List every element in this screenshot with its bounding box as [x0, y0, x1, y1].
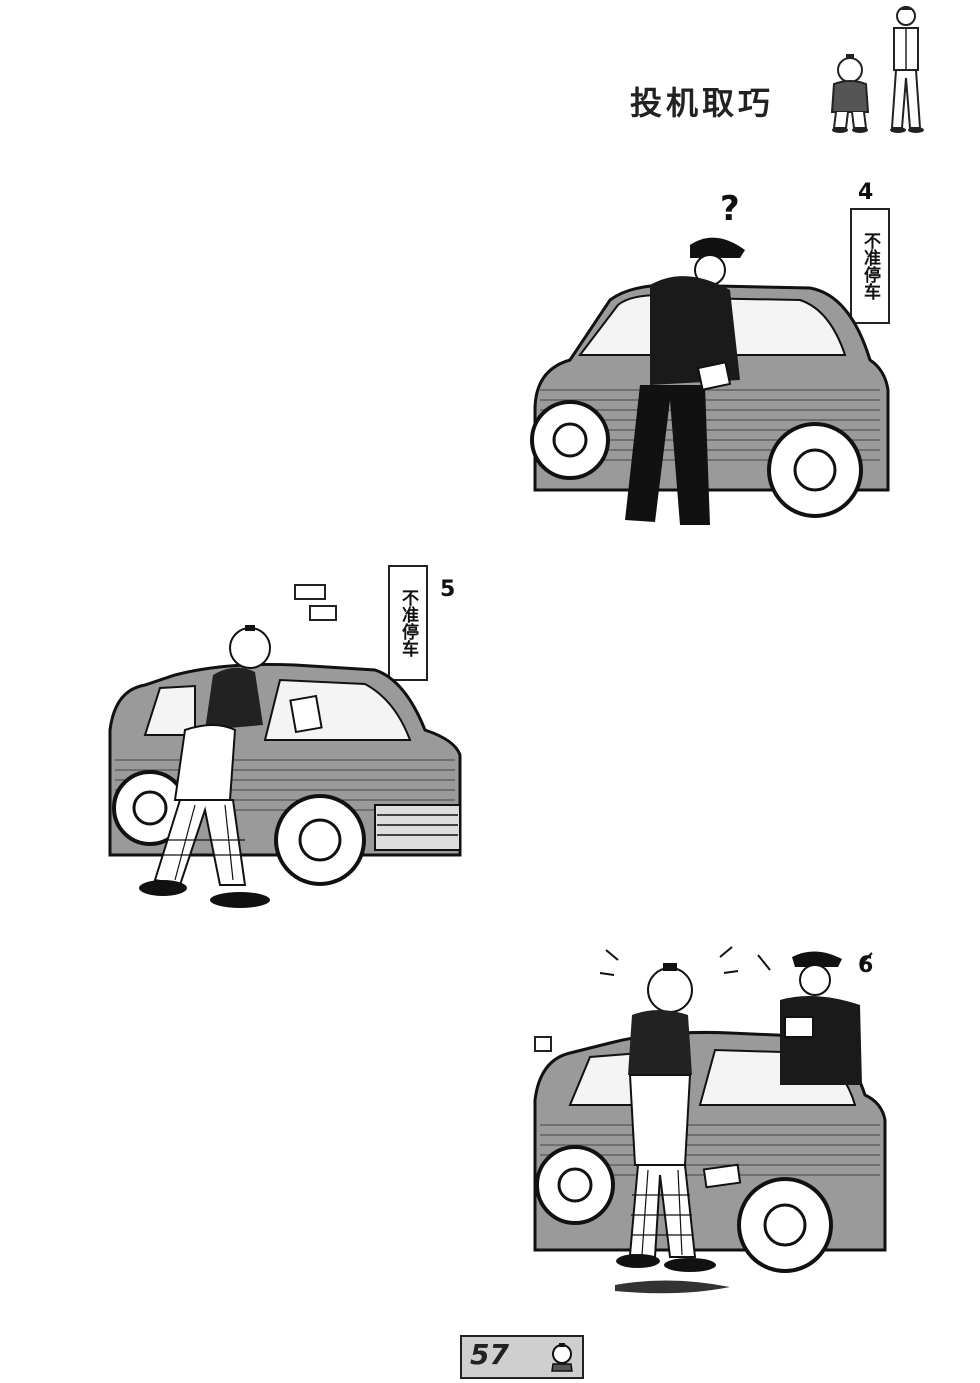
mascot-face-icon [551, 1343, 573, 1372]
panel-number: 4 [858, 180, 874, 205]
panel-number: 5 [440, 577, 456, 602]
panel-4-illustration: ? [530, 190, 890, 525]
no-parking-sign: 不准停车 [388, 565, 428, 681]
mascot-characters-illustration [830, 6, 924, 133]
page-title: 投机取巧 [630, 84, 775, 122]
panel-6-illustration [533, 946, 887, 1294]
panel-5-illustration [108, 584, 462, 908]
svg-text:?: ? [720, 190, 740, 229]
panel-number: 6 [858, 953, 874, 978]
page-number: 57 [470, 1338, 509, 1371]
no-parking-sign: 不准停车 [850, 208, 890, 324]
